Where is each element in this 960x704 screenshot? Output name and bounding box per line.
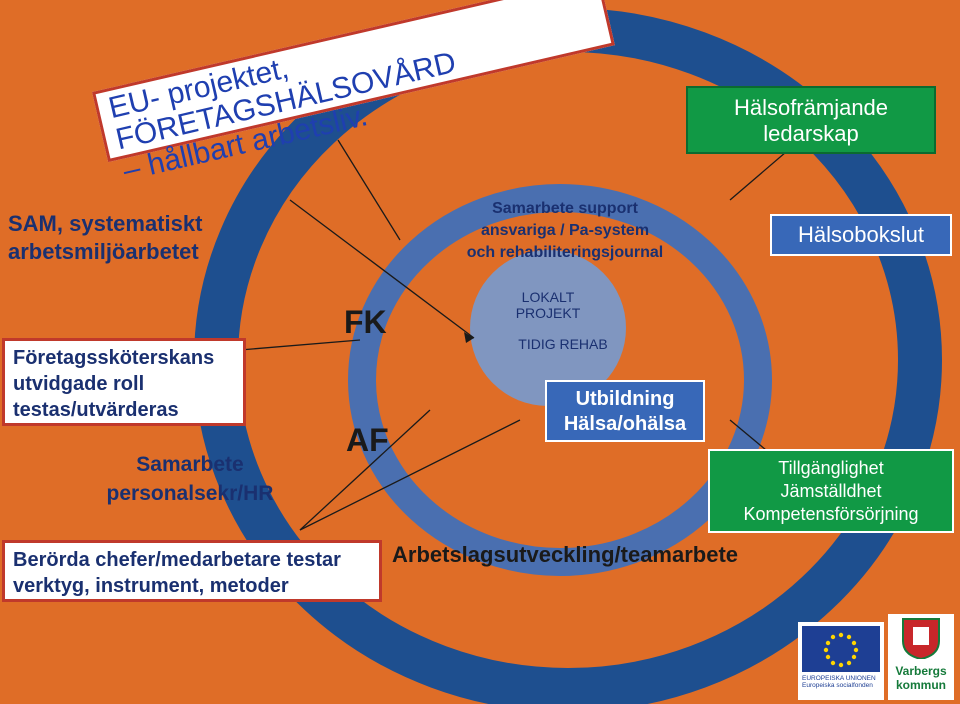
varberg-line-1: Varbergs: [895, 664, 947, 678]
inner-ring: [348, 184, 772, 576]
projekt-label: PROJEKT: [515, 305, 581, 321]
lokalt-label: LOKALT: [521, 289, 575, 305]
personalsekr-label: personalsekr/HR: [106, 482, 274, 505]
utbildning-line-2: Hälsa/ohälsa: [563, 413, 687, 435]
samarbete-support-text: Samarbete support ansvariga / Pa-system …: [430, 198, 700, 264]
foretagsskoterskans-box: Företagssköterskans utvidgade roll testa…: [2, 338, 246, 426]
varberg-line-2: kommun: [895, 678, 946, 692]
halsoframjande-line-2: ledarskap: [763, 121, 859, 146]
fk-label: FK: [344, 304, 387, 340]
samarbete-support-line-1: Samarbete support: [492, 200, 638, 217]
arbetslag-label: Arbetslagsutveckling/teamarbete: [392, 542, 739, 567]
eu-stars-icon: [823, 632, 859, 668]
sam-text: SAM, systematiskt arbetsmiljöarbetet: [8, 210, 230, 266]
sam-line-2: arbetsmiljöarbetet: [8, 239, 199, 264]
sam-line-1: SAM, systematiskt: [8, 211, 203, 236]
jamstalldhet-label: Jämställdhet: [780, 481, 882, 501]
tillganglighet-box: Tillgänglighet Jämställdhet Kompetensför…: [708, 449, 954, 533]
arrowhead: [464, 332, 474, 343]
utbildning-box: Utbildning Hälsa/ohälsa: [545, 380, 705, 442]
tidig-rehab-label: TIDIG REHAB: [518, 336, 608, 352]
eu-flag: [802, 626, 880, 672]
samarbete-support-line-2: ansvariga / Pa-system: [480, 222, 650, 239]
samarbete-label: Samarbete: [136, 453, 244, 476]
eu-logo: EUROPEISKA UNIONEN Europeiska socialfond…: [798, 622, 884, 700]
eu-logo-line-1: EUROPEISKA UNIONEN: [802, 675, 876, 682]
berorda-line-2: verktyg, instrument, metoder: [13, 575, 289, 597]
foretag-line-1: Företagssköterskans: [13, 347, 215, 369]
eu-logo-line-2: Europeiska socialfonden: [802, 682, 873, 689]
utbildning-line-1: Utbildning: [575, 388, 675, 410]
tillganglighet-label: Tillgänglighet: [778, 458, 884, 478]
berorda-line-1: Berörda chefer/medarbetare testar: [13, 549, 341, 571]
lokalt-projekt-text: LOKALT PROJEKT: [498, 289, 598, 321]
berorda-box: Berörda chefer/medarbetare testar verkty…: [2, 540, 382, 602]
af-label: AF: [346, 422, 389, 458]
halsoframjande-box: Hälsofrämjande ledarskap: [686, 86, 936, 154]
foretag-line-3: testas/utvärderas: [13, 399, 179, 421]
samarbete-personal-text: Samarbete personalsekr/HR: [90, 450, 290, 508]
halsobokslut-box: Hälsobokslut: [770, 214, 952, 256]
varberg-logo: Varbergs kommun: [888, 614, 954, 700]
kompetens-label: Kompetensförsörjning: [743, 504, 919, 524]
varberg-shield-icon: [902, 618, 940, 661]
center-circle: [470, 250, 626, 406]
halsoframjande-line-1: Hälsofrämjande: [733, 95, 889, 120]
foretag-line-2: utvidgade roll: [13, 373, 145, 395]
samarbete-support-line-3: och rehabiliteringsjournal: [466, 244, 664, 261]
